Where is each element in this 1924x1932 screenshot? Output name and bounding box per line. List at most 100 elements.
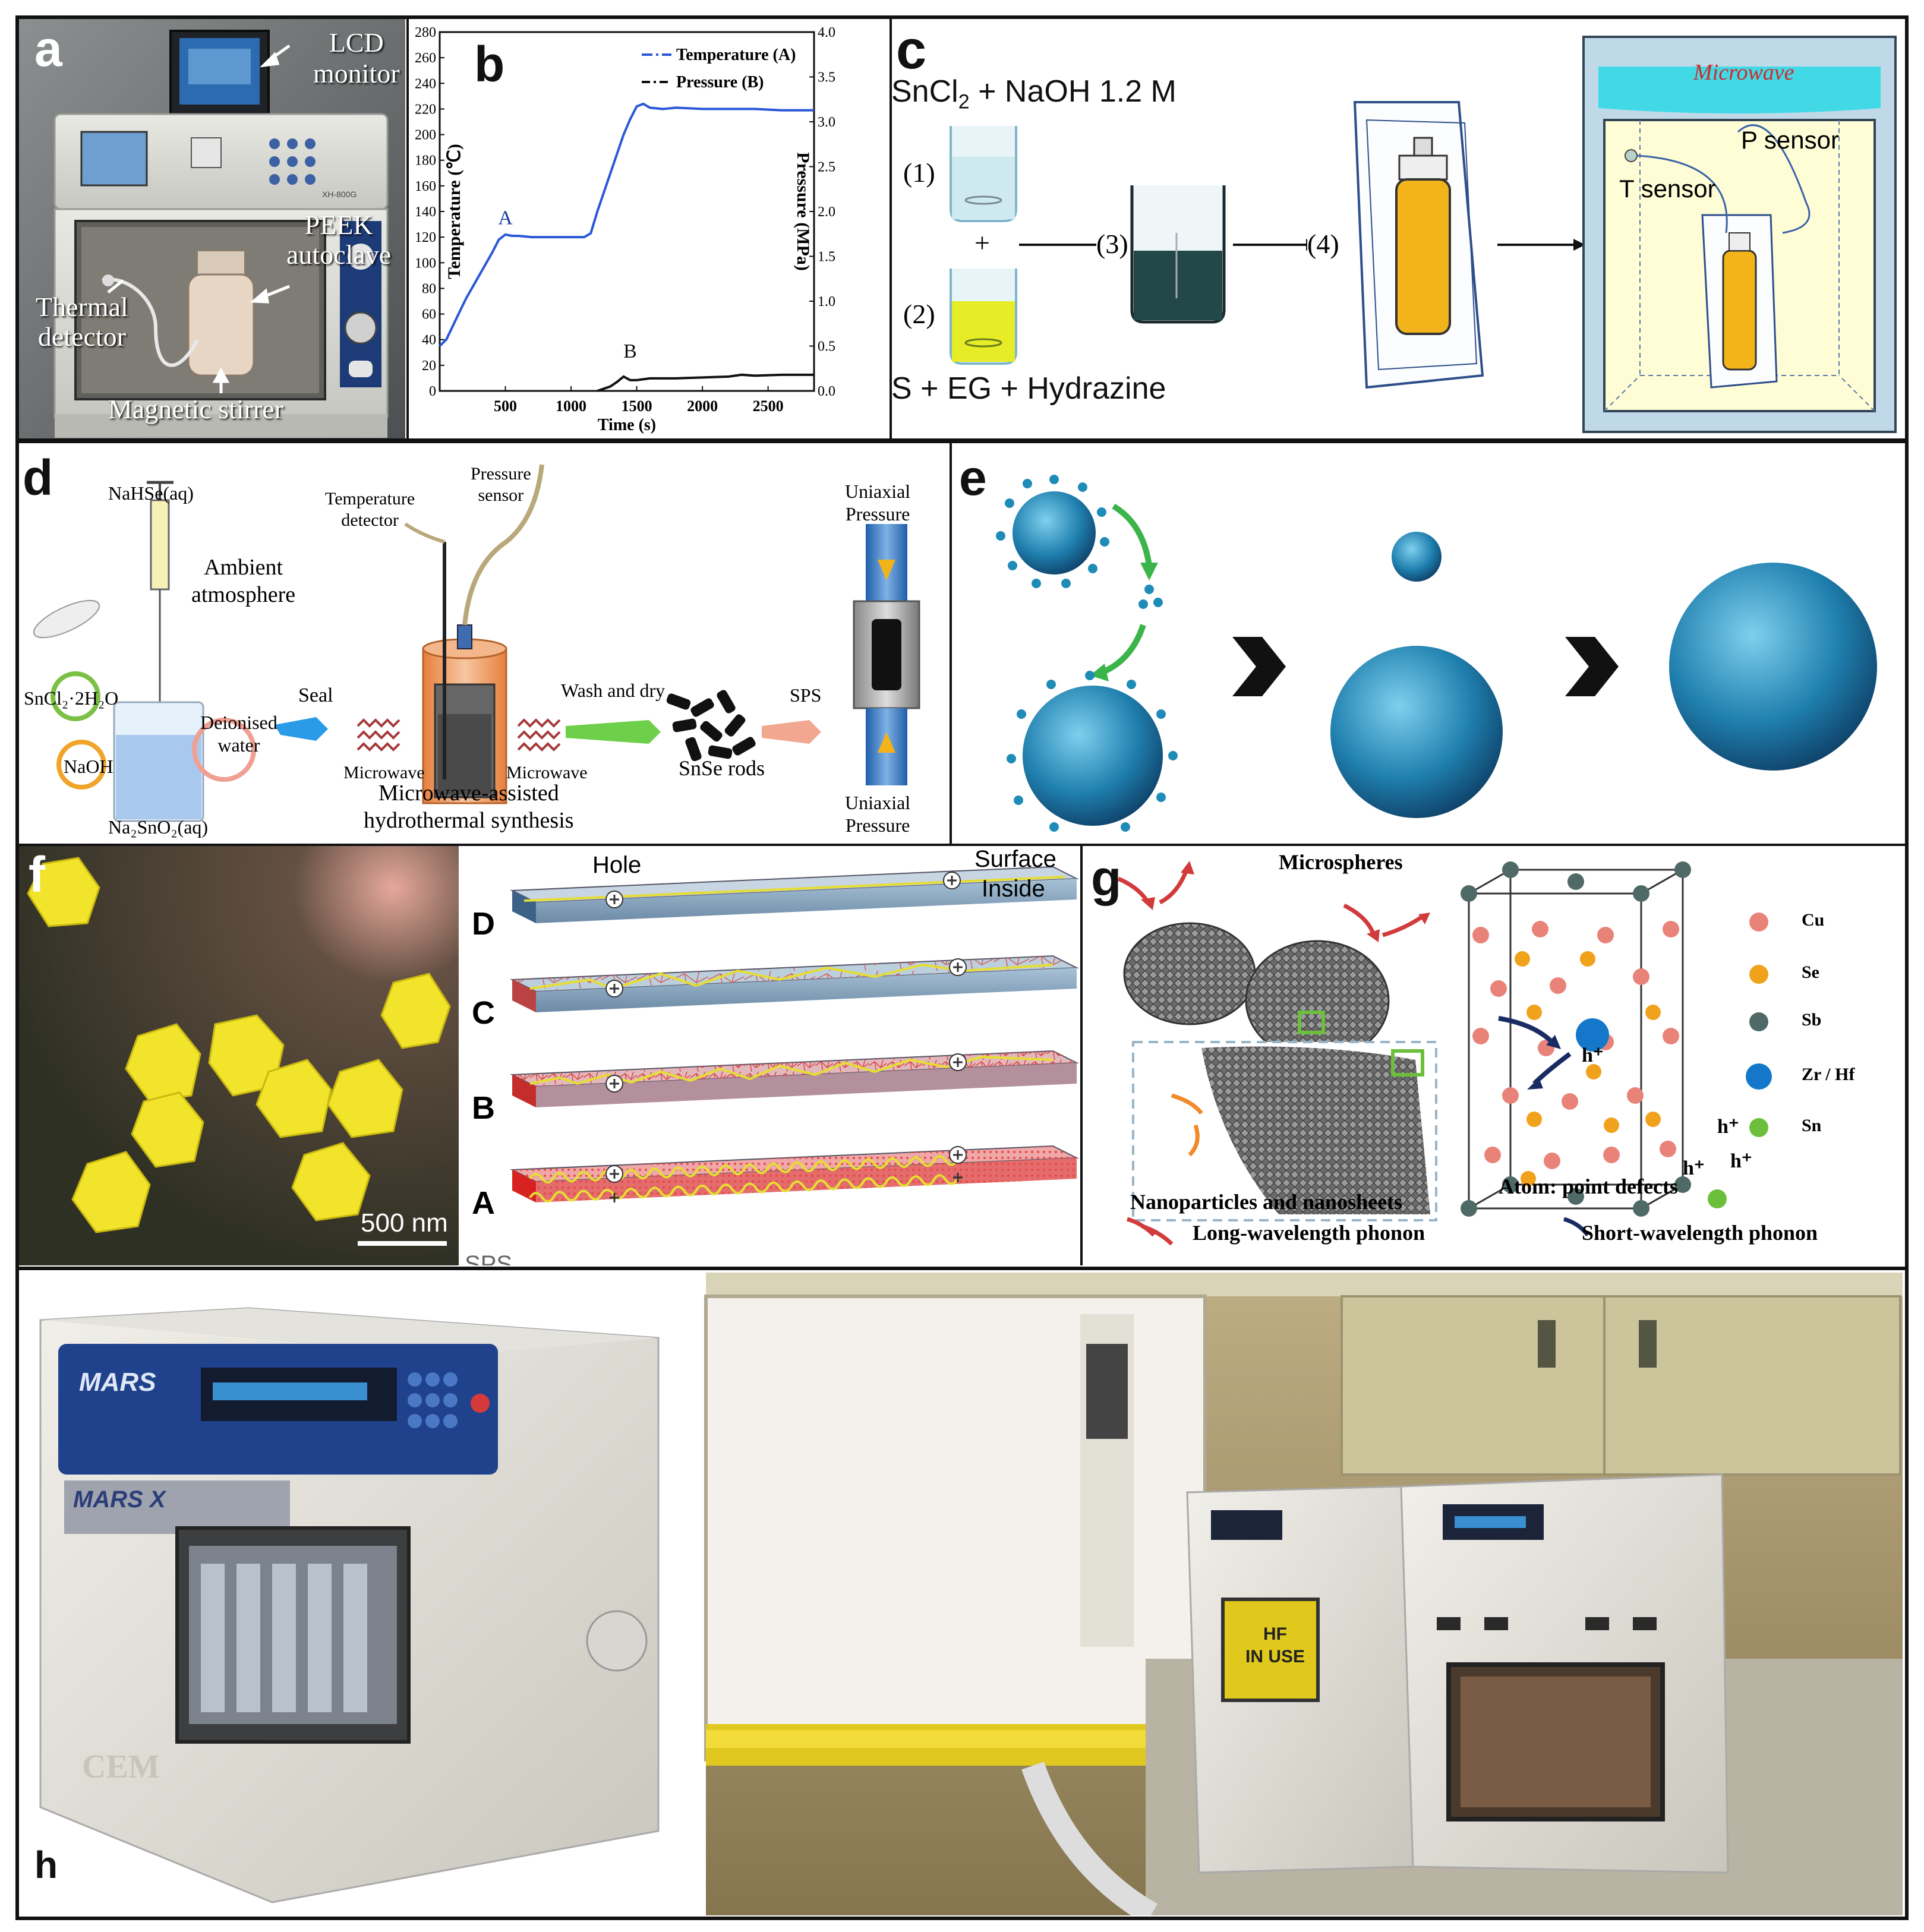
- y2-tick-label: 2.5: [818, 160, 835, 175]
- point-defects-label: Atom: point defects: [1499, 1175, 1678, 1198]
- panel-f-sem: [19, 846, 459, 1265]
- grain-boundary-diagram: [510, 866, 1079, 1203]
- legend-sn: Sn: [1802, 1116, 1822, 1135]
- sncl2-naoh-formula: SnCl2 + NaOH 1.2 M: [891, 74, 1177, 113]
- nahse-label: NaHSe(aq): [108, 482, 194, 504]
- lcd-monitor-label: LCD monitor: [313, 27, 400, 89]
- hole-marker-1: h⁺: [1582, 1044, 1604, 1066]
- beaker-1: [950, 126, 1017, 222]
- divider-row1: [19, 438, 1905, 443]
- legend-cu: Cu: [1802, 910, 1825, 930]
- temperature-pressure-chart: 0204060801001201401601802002202402602800…: [415, 25, 835, 434]
- series-line-2: [597, 373, 814, 392]
- y-tick-label: 120: [415, 230, 436, 245]
- y2-tick-label: 3.5: [818, 70, 835, 86]
- p-sensor-label: P sensor: [1741, 126, 1839, 154]
- row-b-label: B: [472, 1090, 495, 1126]
- wash-dry-label: Wash and dry: [561, 680, 665, 701]
- row-d-label: D: [472, 906, 495, 942]
- divider-fg: [1080, 846, 1083, 1265]
- x-tick-label: 1500: [622, 397, 652, 415]
- panel-d-schematic: [33, 464, 920, 822]
- short-wavelength-label: Short-wavelength phonon: [1582, 1221, 1818, 1245]
- t-sensor-label: T sensor: [1619, 175, 1716, 203]
- microwave-left-label: Microwave: [343, 763, 425, 782]
- s-eg-hydrazine-formula: S + EG + Hydrazine: [891, 371, 1166, 406]
- scale-bar-label: 500 nm: [361, 1208, 448, 1238]
- y-tick-label: 40: [422, 333, 436, 348]
- y-tick-label: 160: [415, 179, 436, 194]
- thermal-detector-label: Thermal detector: [36, 292, 128, 352]
- y-tick-label: 60: [422, 307, 436, 323]
- snse-rods-label: SnSe rods: [679, 756, 765, 780]
- uniaxial-top-label: Uniaxial Pressure: [845, 481, 911, 525]
- plus-sign: +: [974, 228, 990, 258]
- peek-autoclave-label: PEEK autoclave: [286, 210, 392, 270]
- surface-label: Surface: [974, 846, 1056, 872]
- panel-a-photo: XH-800G: [19, 19, 405, 438]
- y2-tick-label: 1.5: [818, 250, 835, 265]
- y-tick-label: 260: [415, 50, 436, 66]
- y-tick-label: 100: [415, 255, 436, 271]
- panel-d: d NaHSe(aq) Ambient atmosphere SnCl₂·2H₂…: [19, 447, 950, 844]
- series-annotation-1: A: [498, 207, 513, 229]
- legend-se: Se: [1802, 962, 1819, 982]
- row-a-label: A: [472, 1185, 495, 1221]
- formula-sub: 2: [958, 90, 970, 113]
- long-wavelength-label: Long-wavelength phonon: [1193, 1221, 1425, 1245]
- legend-label-2: Pressure (B): [676, 73, 764, 91]
- divider-ab: [406, 19, 409, 438]
- series-line-1: [439, 102, 814, 347]
- divider-de: [950, 443, 952, 844]
- y-tick-label: 0: [429, 384, 436, 399]
- cut-off-text: SPS: [465, 1251, 513, 1265]
- sps-label: SPS: [790, 684, 822, 706]
- panel-f-image: f 500 nm: [19, 846, 459, 1265]
- legend-label-1: Temperature (A): [676, 46, 796, 64]
- x-tick-label: 2500: [753, 397, 784, 415]
- panel-e-ostwald: [996, 475, 1877, 832]
- y2-tick-label: 4.0: [818, 25, 835, 40]
- nanoparticles-label: Nanoparticles and nanosheets: [1130, 1190, 1403, 1214]
- hole-marker-2: h⁺: [1717, 1116, 1739, 1138]
- formula-naoh: + NaOH 1.2 M: [969, 74, 1177, 109]
- magnetic-stirrer-label: Magnetic stirrer: [108, 394, 284, 424]
- legend-swatches: [1746, 913, 1772, 1137]
- ambient-label: Ambient atmosphere: [191, 555, 296, 607]
- hf-in-use-sign: HF IN USE: [1245, 1624, 1305, 1666]
- na2sno2-label: Na₂SnO₂(aq): [108, 816, 209, 838]
- y-tick-label: 20: [422, 358, 436, 374]
- panel-e: e: [953, 447, 1905, 844]
- y-tick-label: 140: [415, 204, 436, 220]
- x-tick-label: 2000: [687, 397, 718, 415]
- mw-synthesis-title: Microwave-assisted hydrothermal synthesi…: [364, 781, 574, 833]
- deionised-label: Deionised water: [200, 712, 277, 756]
- hole-marker-3: h⁺: [1683, 1157, 1705, 1179]
- beaker-3: [1130, 185, 1226, 324]
- series-annotation-2: B: [623, 340, 637, 362]
- y2-axis-label: Pressure (MPa): [793, 152, 813, 271]
- step-2-label: (2): [903, 299, 935, 329]
- autoclave-sketch: [1353, 101, 1484, 389]
- microspheres-label: Microspheres: [1279, 850, 1403, 874]
- step-3-label: (3): [1096, 228, 1128, 260]
- y2-tick-label: 0.0: [818, 384, 835, 399]
- y-axis-label: Temperature (℃): [444, 144, 464, 279]
- lab-photo-right: [704, 1273, 1903, 1915]
- beaker-2: [950, 269, 1017, 365]
- divider-bc: [890, 19, 892, 438]
- microwave-right-label: Microwave: [506, 763, 588, 782]
- panel-g-phonon-scattering: [1117, 861, 1772, 1246]
- panel-h-photos: [39, 1273, 1903, 1915]
- mars-x-brand-label: MARS X: [73, 1486, 166, 1513]
- y2-tick-label: 2.0: [818, 204, 835, 220]
- step-4-label: (4): [1307, 228, 1339, 260]
- formula-sncl: SnCl: [891, 74, 958, 109]
- row-c-label: C: [472, 995, 495, 1031]
- step-1-label: (1): [903, 157, 935, 188]
- y-tick-label: 220: [415, 102, 436, 117]
- panel-g: g Microspheres Nanoparticles and nanoshe…: [1083, 846, 1905, 1265]
- panel-e-label: e: [959, 450, 987, 506]
- seal-label: Seal: [298, 684, 333, 706]
